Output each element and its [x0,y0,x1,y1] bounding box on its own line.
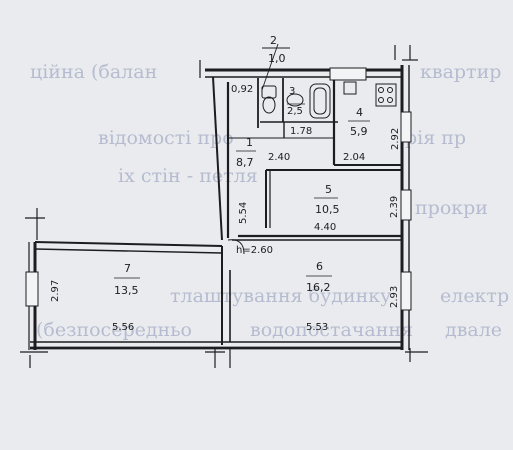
room-6-id: 6 [316,260,323,273]
dim-5-54: 5.54 [238,202,249,224]
window-left-1 [25,271,39,307]
kitchen-sink-icon [343,81,357,95]
room-1-id: 1 [246,136,253,149]
dim-2-92: 2.92 [390,128,401,150]
bathtub-icon [309,83,331,119]
room-labels: 2 1,0 0,92 3 2,5 4 5,9 1 8,7 5 10,5 6 16… [114,34,370,297]
room-7-id: 7 [124,262,131,275]
walls [28,65,410,350]
window-right-3 [400,271,412,311]
window-right-2 [400,189,412,221]
dim-5-56: 5.56 [112,322,134,333]
dim-2-93: 2.93 [389,286,400,308]
room-3-id: 3 [289,86,295,97]
room-4-area: 5,9 [350,125,368,138]
corner-value: 0,92 [231,84,253,95]
window-top-1 [329,67,367,81]
dim-2-40: 2.40 [268,152,290,163]
fixtures [227,81,397,255]
dim-1-78: 1.78 [290,126,312,137]
dim-2-04: 2.04 [343,152,365,163]
room-5-area: 10,5 [315,203,340,216]
toilet-icon [261,85,277,99]
sink-icon [286,93,304,107]
ceiling-height: h=2.60 [236,245,273,256]
leader-line-room-2 [261,43,279,91]
dim-5-53: 5.53 [306,322,328,333]
dimension-ticks [20,45,428,368]
windows [25,67,412,311]
room-3-area: 2,5 [287,106,303,117]
dim-2-97: 2.97 [50,280,61,302]
room-2-id: 2 [270,34,277,47]
window-right-1 [400,111,412,143]
toilet-bowl-icon [262,96,276,114]
room-6-area: 16,2 [306,281,331,294]
room-4-id: 4 [356,106,363,119]
room-7-area: 13,5 [114,284,139,297]
room-2-area: 1,0 [268,52,286,65]
dimension-labels: 1.78 2.40 2.04 2.92 5.54 4.40 2.39 h=2.6… [50,126,401,333]
room-5-id: 5 [325,183,332,196]
door-arc-icon [227,239,245,255]
room-1-area: 8,7 [236,156,254,169]
stove-icon [375,83,397,107]
dim-2-39: 2.39 [389,196,400,218]
dim-4-40: 4.40 [314,222,336,233]
